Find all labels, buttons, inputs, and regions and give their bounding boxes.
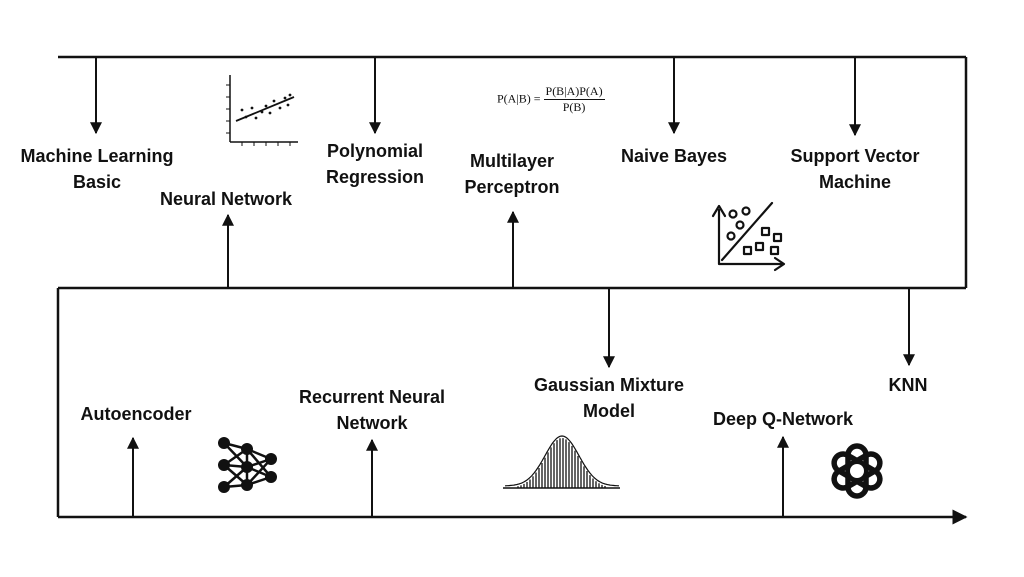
label-svm: Support Vector Machine [790,146,920,192]
label-knn: KNN [888,375,928,395]
openai-logo-icon [831,443,883,499]
formula-denominator: P(B) [562,100,586,114]
label-autoencoder: Autoencoder [80,404,192,424]
classification-scatter-icon [711,201,786,272]
bayes-formula: P(A|B) = P(B|A)P(A) P(B) [497,84,605,115]
formula-fraction: P(B|A)P(A) P(B) [543,84,605,115]
scatter-plot-regression-icon [226,75,298,146]
label-naive-bayes: Naive Bayes [620,146,728,166]
label-neural-network: Neural Network [159,189,293,209]
formula-lhs: P(A|B) = [497,91,541,106]
label-rnn: Recurrent Neural Network [298,387,446,433]
label-multilayer-perceptron: Multilayer Perceptron [464,151,560,197]
neural-network-icon [218,437,277,493]
label-dqn: Deep Q-Network [712,409,854,429]
label-gmm: Gaussian Mixture Model [533,375,685,421]
formula-numerator: P(B|A)P(A) [543,84,605,100]
label-polynomial-regression: Polynomial Regression [325,141,425,187]
bell-curve-histogram-icon [503,435,620,489]
label-ml-basic: Machine Learning Basic [20,146,174,192]
